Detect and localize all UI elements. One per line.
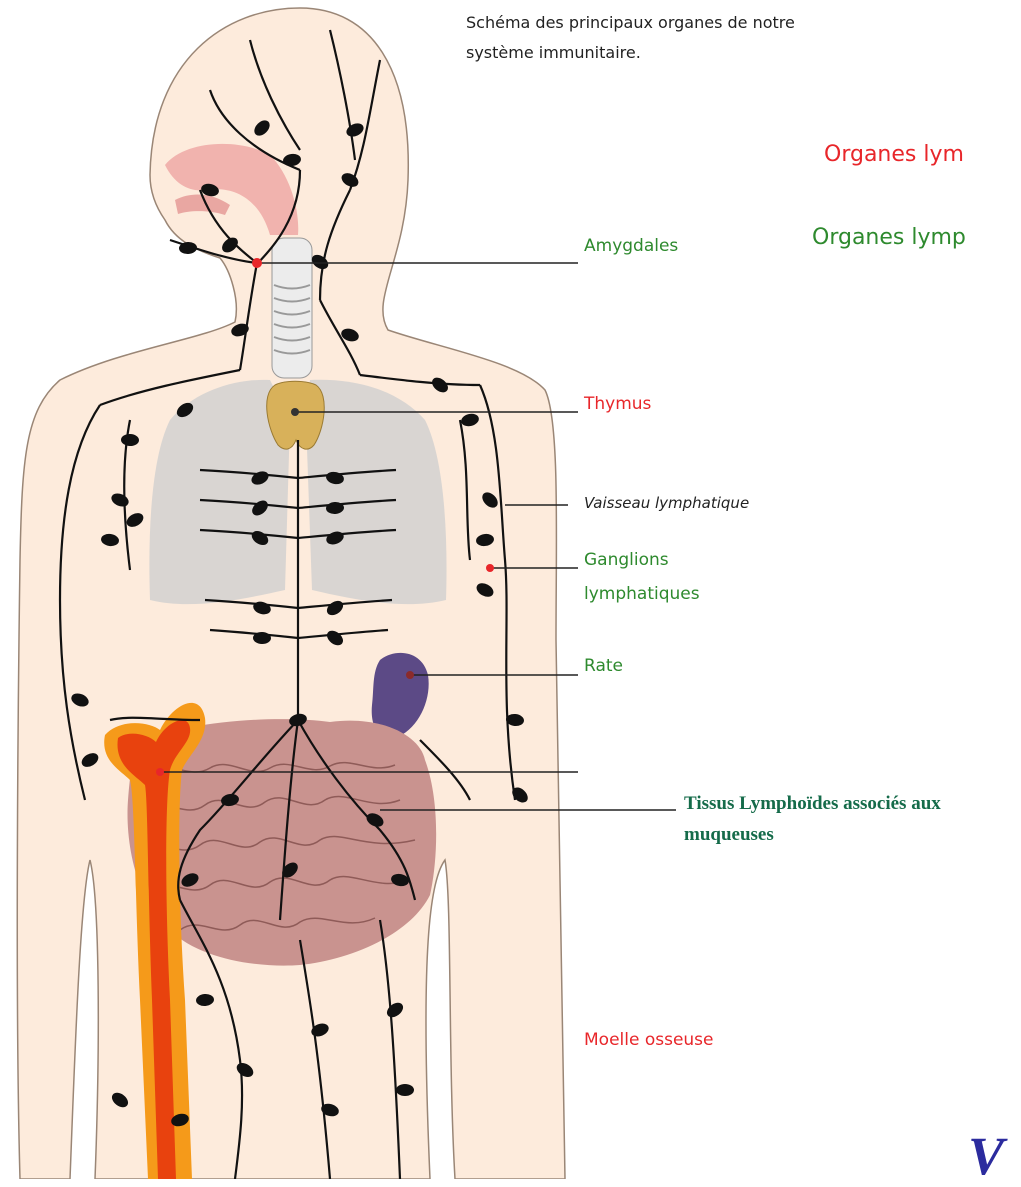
amygdales-dot [252, 258, 262, 268]
trachea [272, 238, 312, 378]
label-moelle-osseuse: Moelle osseuse [584, 1030, 714, 1050]
thymus-dot [291, 408, 299, 416]
label-ganglions-lymphatiques: Ganglions lymphatiques [584, 543, 784, 611]
rate-dot [406, 671, 414, 679]
lymph-node [396, 1084, 414, 1096]
label-thymus: Thymus [584, 394, 651, 414]
label-amygdales: Amygdales [584, 236, 678, 256]
corner-text: V [968, 1125, 1004, 1187]
ganglion-dot [486, 564, 494, 572]
legend-secondary-organs: Organes lymp [812, 225, 966, 250]
legend-primary-organs: Organes lym [824, 142, 964, 167]
label-rate: Rate [584, 656, 623, 676]
label-vaisseau-lymphatique: Vaisseau lymphatique [584, 494, 749, 512]
label-tissus-lymphoides: Tissus Lymphoïdes associés aux muqueuses [684, 788, 1021, 850]
moelle-dot [156, 768, 164, 776]
diagram-caption: Schéma des principaux organes de notre s… [466, 8, 796, 68]
